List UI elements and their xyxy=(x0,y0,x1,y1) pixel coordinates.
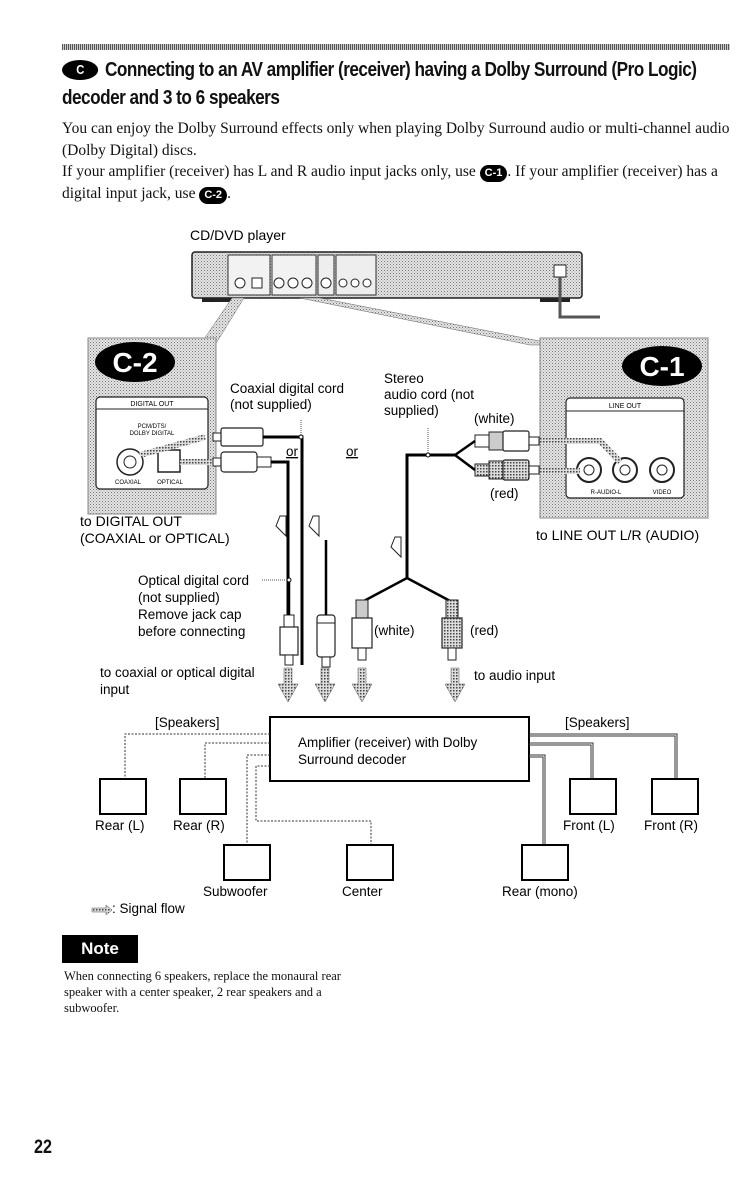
c2-badge: C-2 xyxy=(199,186,228,204)
subwoofer-label: Subwoofer xyxy=(203,884,268,899)
intro-line-2: If your amplifier (receiver) has L and R… xyxy=(62,161,732,204)
header-rule xyxy=(62,44,730,50)
optical-cord-label-1: Optical digital cord xyxy=(138,573,249,588)
cd-dvd-player xyxy=(191,251,600,319)
c2-label: C-2 xyxy=(112,347,157,378)
note-heading: Note xyxy=(62,935,138,963)
signal-flow-arrows xyxy=(277,667,466,703)
speaker-rear-r xyxy=(179,778,227,815)
audio-jack-label: R-AUDIO-L xyxy=(591,490,622,496)
front-r-label: Front (R) xyxy=(644,818,698,833)
intro-line-1: You can enjoy the Dolby Surround effects… xyxy=(62,120,730,159)
connection-diagram: CD/DVD player C-2 DIGITAL OUT PCM/DTS/ D… xyxy=(80,227,709,916)
optical-cord-label-4: before connecting xyxy=(138,624,245,639)
white-plug-bottom-label: (white) xyxy=(374,623,415,638)
stereo-cord-label-2: audio cord (not xyxy=(384,387,474,402)
speaker-rear-l xyxy=(99,778,147,815)
coax-cord-label-1: Coaxial digital cord xyxy=(230,381,344,396)
coaxial-plug xyxy=(316,614,336,668)
to-audio-label: to audio input xyxy=(474,668,555,683)
intro-text: . If your amplifier (receiver) has a dig… xyxy=(62,163,718,202)
to-digital-label-2: input xyxy=(100,682,130,697)
coax-cord-label-2: (not supplied) xyxy=(230,397,312,412)
white-plug xyxy=(351,599,373,661)
rear-r-label: Rear (R) xyxy=(173,818,225,833)
or-label-2: or xyxy=(346,444,359,459)
red-plug-bottom-label: (red) xyxy=(470,623,499,638)
digital-out-sub1: PCM/DTS/ xyxy=(138,424,167,430)
optical-cord-label-2: (not supplied) xyxy=(138,590,220,605)
center-label: Center xyxy=(342,884,383,899)
c2-caption-2: (COAXIAL or OPTICAL) xyxy=(80,530,230,546)
player-label: CD/DVD player xyxy=(190,227,286,243)
front-l-label: Front (L) xyxy=(563,818,615,833)
c2-panel: C-2 DIGITAL OUT PCM/DTS/ DOLBY DIGITAL C… xyxy=(87,337,217,515)
speakers-right-label: [Speakers] xyxy=(565,715,630,730)
white-plug-top-label: (white) xyxy=(474,411,515,426)
direction-arrows xyxy=(275,515,402,559)
intro-paragraph: You can enjoy the Dolby Surround effects… xyxy=(62,118,732,204)
speaker-center xyxy=(346,844,394,881)
video-jack-label: VIDEO xyxy=(653,490,672,496)
speaker-subwoofer xyxy=(223,844,271,881)
optical-cord-label-3: Remove jack cap xyxy=(138,607,242,622)
rear-mono-label: Rear (mono) xyxy=(502,884,578,899)
stereo-cord-label-3: supplied) xyxy=(384,403,439,418)
page-number: 22 xyxy=(34,1137,52,1158)
amplifier-label-2: Surround decoder xyxy=(298,752,407,767)
stereo-cord-label-1: Stereo xyxy=(384,371,424,386)
c1-label: C-1 xyxy=(639,351,684,382)
signal-flow-legend: : Signal flow xyxy=(112,901,185,916)
section-badge: C xyxy=(62,60,99,80)
amplifier-box xyxy=(269,716,530,782)
rear-l-label: Rear (L) xyxy=(95,818,145,833)
speaker-wires-right xyxy=(529,733,678,845)
intro-text: If your amplifier (receiver) has L and R… xyxy=(62,163,480,180)
c1-panel: C-1 LINE OUT R-AUDIO-L VIDEO xyxy=(539,337,709,519)
or-label-1: or xyxy=(286,444,299,459)
speaker-wires-left xyxy=(124,733,372,845)
c1-caption: to LINE OUT L/R (AUDIO) xyxy=(536,527,699,543)
speakers-left-label: [Speakers] xyxy=(155,715,220,730)
digital-out-sub2: DOLBY DIGITAL xyxy=(130,431,175,437)
c2-caption-1: to DIGITAL OUT xyxy=(80,513,182,529)
red-plug-top-label: (red) xyxy=(490,486,519,501)
line-out-title: LINE OUT xyxy=(609,403,642,410)
note-text: When connecting 6 speakers, replace the … xyxy=(64,969,341,1015)
red-plug xyxy=(441,599,463,661)
c1-badge: C-1 xyxy=(479,165,508,182)
speaker-boxes xyxy=(99,778,699,881)
optical-plug xyxy=(279,614,299,666)
section-title: Connecting to an AV amplifier (receiver)… xyxy=(62,59,697,109)
digital-out-title: DIGITAL OUT xyxy=(130,401,174,408)
intro-text: . xyxy=(227,184,231,202)
amplifier-label-1: Amplifier (receiver) with Dolby xyxy=(298,735,478,750)
optical-jack-label: OPTICAL xyxy=(157,480,183,486)
speaker-front-r xyxy=(651,778,699,815)
speaker-rear-mono xyxy=(521,844,569,881)
to-digital-label-1: to coaxial or optical digital xyxy=(100,665,255,680)
signal-flow-legend-icon xyxy=(91,904,113,916)
coaxial-jack-label: COAXIAL xyxy=(115,480,142,486)
speaker-front-l xyxy=(569,778,617,815)
